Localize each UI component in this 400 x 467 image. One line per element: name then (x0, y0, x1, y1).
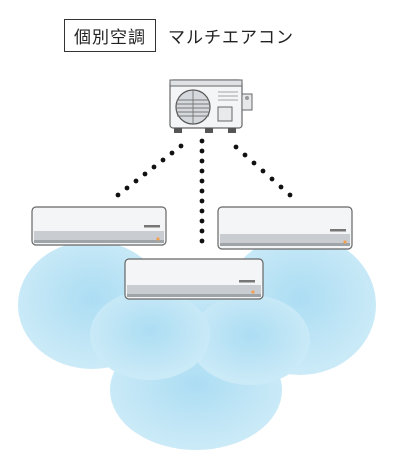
outdoor-unit-icon (169, 79, 253, 133)
indoor-unit-icon (124, 258, 264, 300)
title-subtitle: マルチエアコン (168, 27, 294, 48)
dotted-connection-line (115, 138, 293, 244)
title-row: 個別空調 マルチエアコン (64, 17, 294, 53)
indoor-unit-icon (217, 206, 353, 250)
indoor-unit-icon (31, 206, 167, 246)
title-boxed-label: 個別空調 (64, 18, 156, 52)
